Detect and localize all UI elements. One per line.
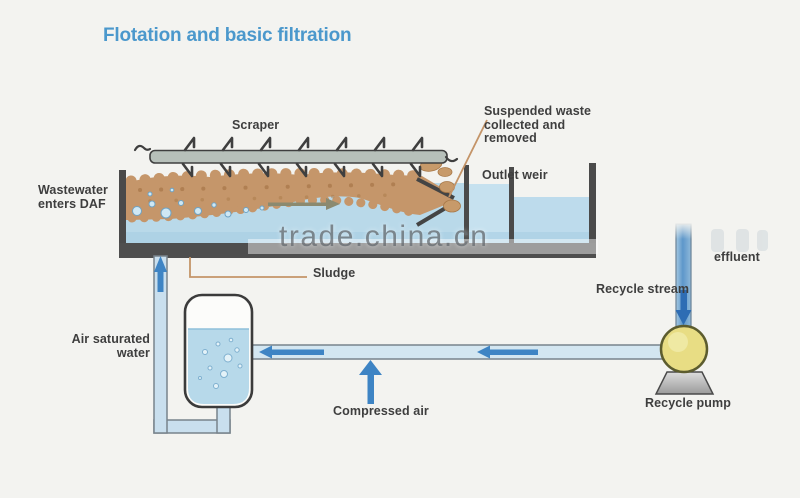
outlet-weir-label: Outlet weir (482, 168, 548, 182)
recycle-pump (654, 324, 715, 395)
tank-right-wall (589, 163, 596, 245)
left-arrow (477, 345, 538, 359)
effluent-label: effluent (714, 250, 760, 264)
scraper-end-squiggle (133, 144, 152, 152)
outlet-weir-plate (464, 165, 469, 243)
recycle-stream-label: Recycle stream (596, 282, 690, 296)
inlet-bubbles (132, 187, 265, 219)
froth-bottom-bumps (127, 195, 421, 223)
scraper-assembly (133, 136, 459, 178)
sludge-label: Sludge (313, 266, 356, 280)
tank-water-shade (126, 232, 589, 243)
sludge-connector-line (189, 257, 307, 278)
scraper-bar (149, 149, 448, 164)
saturator-vessel (183, 293, 254, 409)
compressed-air-arrow (359, 360, 382, 404)
froth-top-bumps (125, 168, 426, 187)
down-arrow (675, 290, 692, 325)
tank-bottom (119, 243, 596, 258)
tank-structure (119, 163, 596, 258)
up-arrow (154, 256, 167, 292)
vessel-water (188, 329, 249, 404)
scraper-blades-bottom (181, 162, 422, 178)
watermark-text: trade.china.cn (279, 220, 489, 253)
froth-layer (125, 168, 452, 223)
scraper-blades-top (183, 136, 424, 152)
pump-base (654, 371, 715, 395)
page-title: Flotation and basic filtration (103, 25, 352, 46)
suspended-waste-label: Suspended waste collected and removed (484, 104, 592, 145)
outlet-weir-plate (509, 167, 514, 243)
tank-left-wall (119, 170, 126, 247)
scraper-end-squiggle (444, 155, 459, 163)
compressed-air-label: Compressed air (333, 404, 429, 418)
watermark-band (248, 239, 598, 254)
vessel-bubbles (198, 337, 243, 389)
scraper-label: Scraper (232, 118, 280, 132)
effluent-pipe (674, 222, 693, 331)
pipe-scan-fade (674, 222, 693, 239)
recycle-pump-label: Recycle pump (645, 396, 731, 410)
pump-ball-highlight (668, 332, 688, 352)
waste-connector-line (448, 119, 488, 198)
hopper-upper-plate (416, 177, 455, 200)
left-arrow (259, 345, 324, 359)
wastewater-inlet-label: Wastewater enters DAF (38, 183, 109, 211)
flow-direction-arrow (268, 198, 340, 210)
scan-artifact (711, 229, 768, 252)
air-saturated-water-label: Air saturated water (71, 332, 150, 360)
